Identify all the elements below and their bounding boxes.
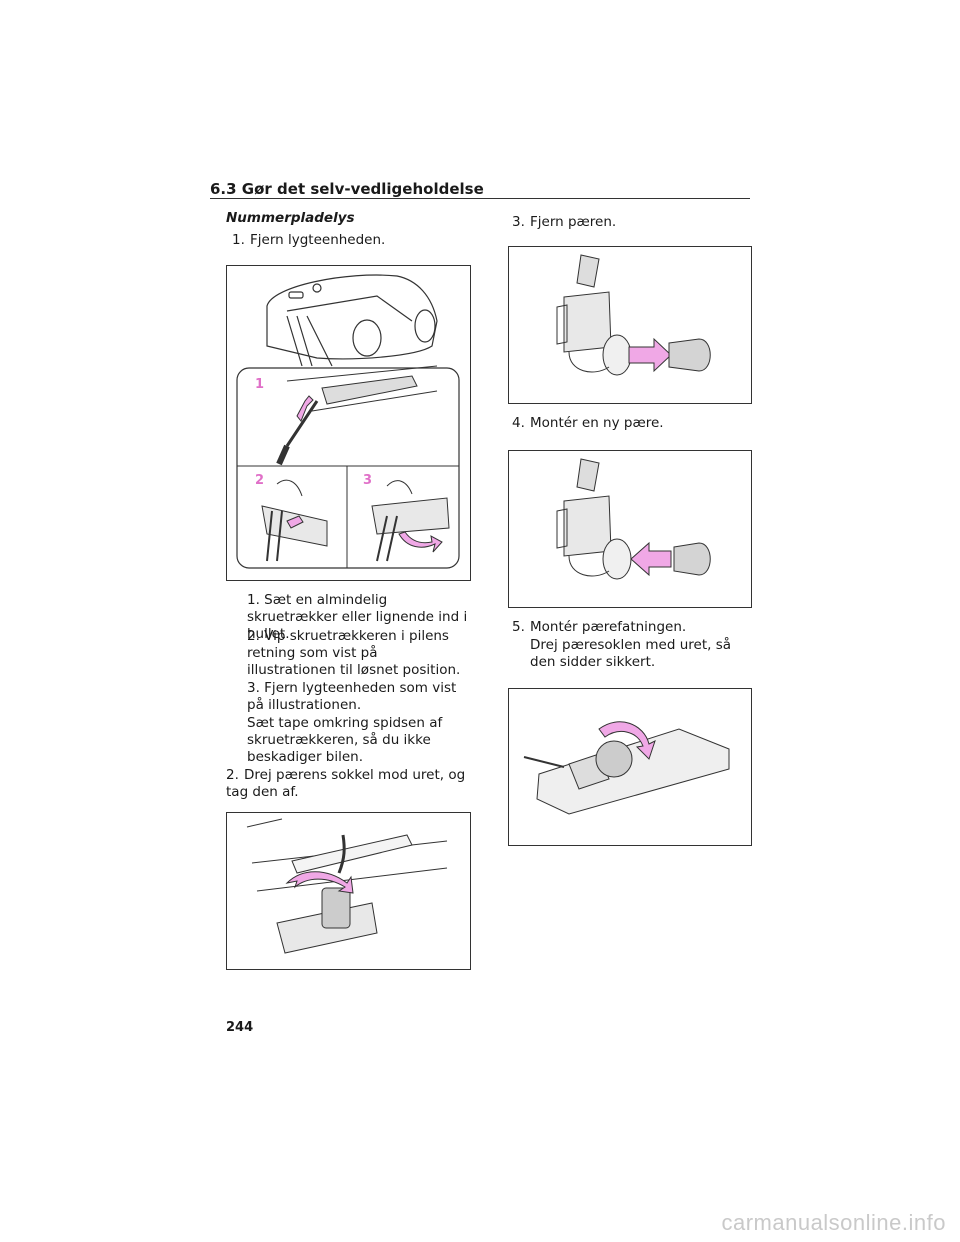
substep-3: 3. Fjern lygteenheden som vist på illust… (247, 680, 457, 713)
page-number: 244 (226, 1020, 254, 1035)
step-1-text: Fjern lygteenheden. (250, 232, 386, 248)
figure-install-socket (508, 688, 752, 846)
figure-install-bulb (508, 450, 752, 608)
substep-1: 1. Sæt en almindelig skruetrækker eller … (247, 592, 468, 642)
step-5-text: Montér pærefatningen. (530, 619, 687, 635)
step-1-number: 1. (232, 232, 245, 248)
figure-remove-socket (226, 812, 471, 970)
step-5-note: Drej pæresoklen med uret, så den sidder … (530, 637, 732, 670)
step-2-number: 2. (226, 767, 239, 783)
watermark: carmanualsonline.info (721, 1210, 946, 1235)
step-5-number: 5. (512, 619, 525, 635)
step-1: 1. Fjern lygteenheden. (232, 232, 385, 249)
step-3-number: 3. (512, 214, 525, 230)
step-2-text: Drej pærens sokkel mod uret, og tag den … (226, 767, 466, 800)
step-4-text: Montér en ny pære. (530, 415, 664, 431)
section-title: 6.3 Gør det selv-vedligeholdelse (210, 180, 484, 198)
step-3-text: Fjern pæren. (530, 214, 617, 230)
step-3: 3. Fjern pæren. (512, 214, 616, 231)
figure-label-3: 3 (363, 473, 372, 488)
figure-remove-bulb (508, 246, 752, 404)
figure-remove-lamp-unit: 1 2 3 (226, 265, 471, 581)
section-rule (210, 198, 750, 199)
step-2: 2.Drej pærens sokkel mod uret, og tag de… (226, 767, 469, 801)
subheading: Nummerpladelys (226, 210, 355, 226)
substep-2: 2. Vip skruetrækkeren i pilens retning s… (247, 628, 461, 678)
figure-label-1: 1 (255, 377, 264, 392)
figure-label-2: 2 (255, 473, 264, 488)
step-4-number: 4. (512, 415, 525, 431)
tip-note: Sæt tape omkring spidsen af skruetrækker… (247, 715, 443, 765)
step-4: 4. Montér en ny pære. (512, 415, 664, 432)
step-5: 5. Montér pærefatningen. (512, 619, 686, 636)
